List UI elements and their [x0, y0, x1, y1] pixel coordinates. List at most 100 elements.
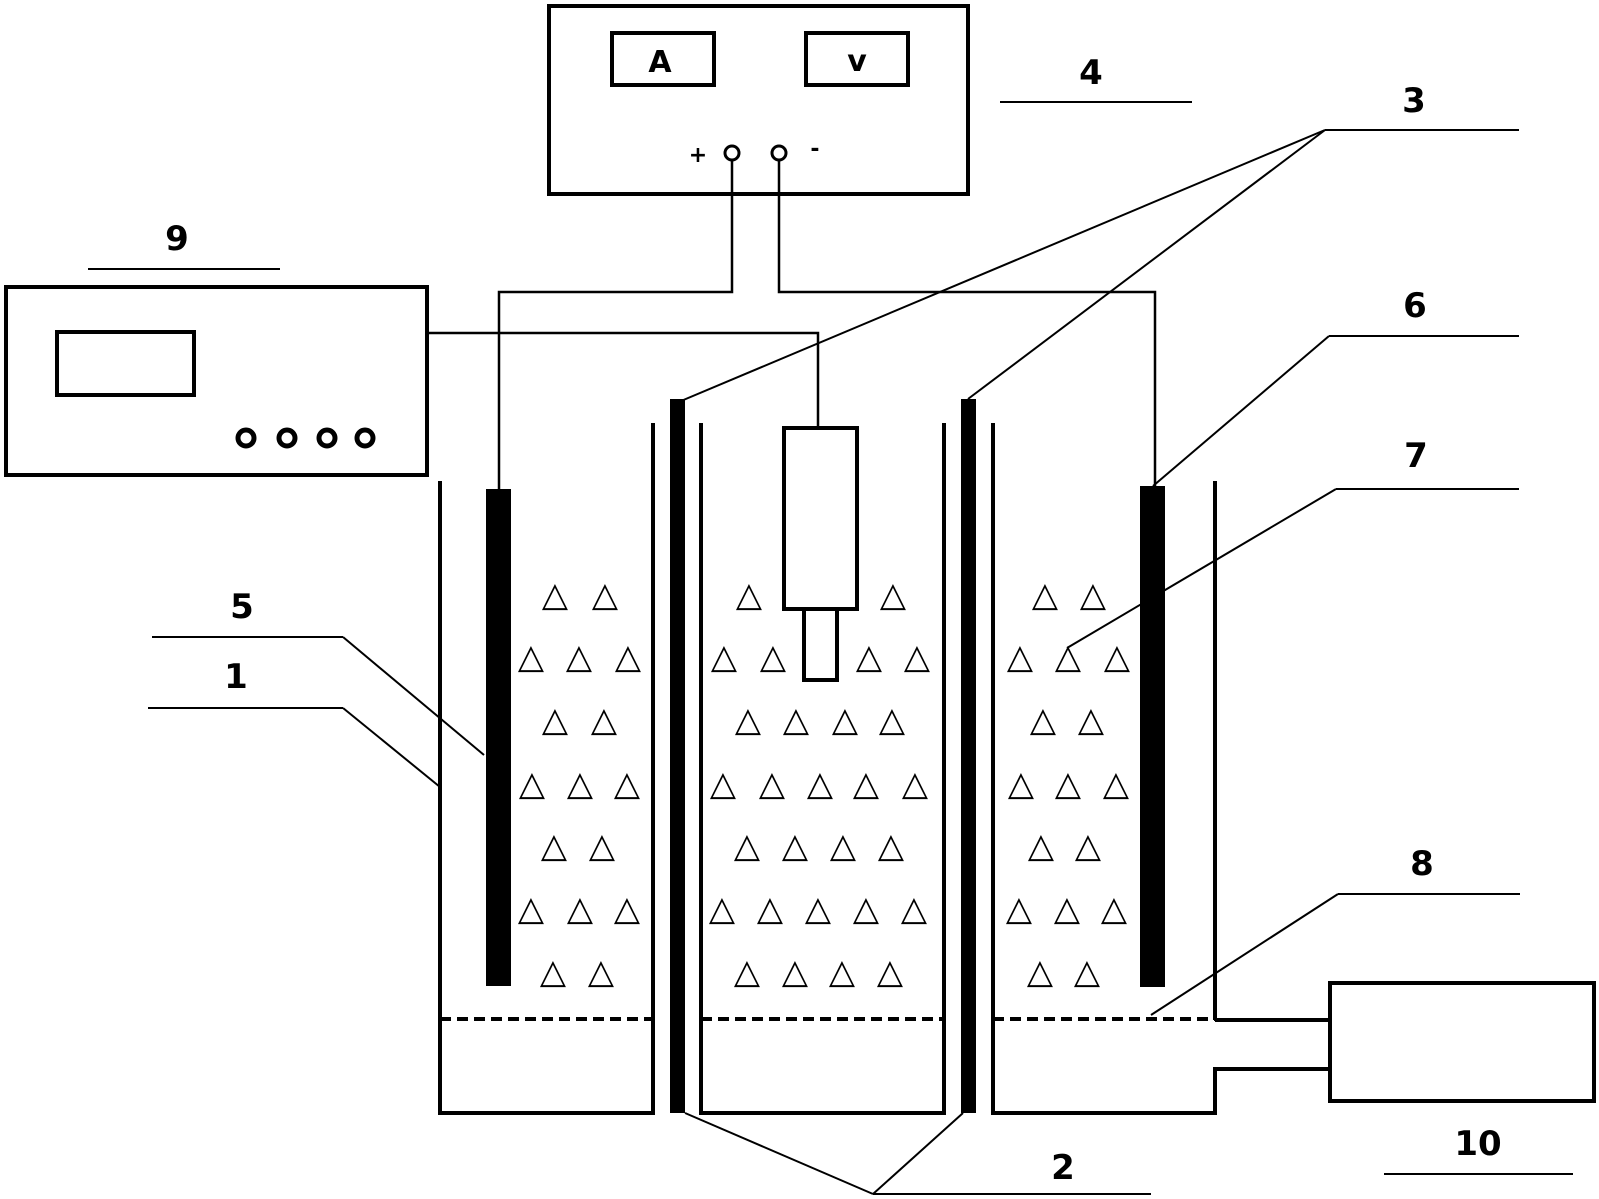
particle-left-chamber: △ [518, 889, 545, 929]
particle-middle-chamber: △ [856, 637, 883, 677]
label-9: 9 [165, 219, 189, 259]
leader-lines [88, 101, 1573, 1195]
particle-right-chamber: △ [1006, 889, 1033, 929]
particle-left-chamber: △ [614, 764, 641, 804]
particle-right-chamber: △ [1007, 637, 1034, 677]
ammeter-display [610, 31, 716, 87]
voltmeter-display [804, 31, 910, 87]
particle-left-chamber: △ [540, 952, 567, 992]
particle-right-chamber: △ [1080, 575, 1107, 615]
controller-knob [354, 427, 376, 449]
cathode-wire [777, 160, 1157, 490]
particle-middle-chamber: △ [877, 952, 904, 992]
membrane-right [961, 399, 976, 1113]
particle-right-chamber: △ [1074, 952, 1101, 992]
particle-middle-chamber: △ [807, 764, 834, 804]
label-1: 1 [224, 657, 248, 697]
pump-unit [1328, 981, 1596, 1103]
particle-middle-chamber: △ [736, 575, 763, 615]
particle-middle-chamber: △ [760, 637, 787, 677]
particle-left-chamber: △ [592, 575, 619, 615]
controller-knob [276, 427, 298, 449]
particle-middle-chamber: △ [832, 700, 859, 740]
sensor-probe [782, 426, 859, 682]
particle-right-chamber: △ [1054, 889, 1081, 929]
sensor-wire [427, 331, 820, 428]
particle-middle-chamber: △ [830, 826, 857, 866]
particle-right-chamber: △ [1101, 889, 1128, 929]
controller-knob [316, 427, 338, 449]
label-3: 3 [1402, 81, 1426, 121]
controller-display [55, 330, 196, 397]
particle-right-chamber: △ [1027, 952, 1054, 992]
particle-middle-chamber: △ [759, 764, 786, 804]
label-10: 10 [1454, 1124, 1501, 1164]
membrane-left [670, 399, 685, 1113]
particle-left-chamber: △ [542, 575, 569, 615]
particle-middle-chamber: △ [901, 889, 928, 929]
particle-middle-chamber: △ [902, 764, 929, 804]
particle-middle-chamber: △ [904, 637, 931, 677]
particle-middle-chamber: △ [709, 889, 736, 929]
particle-middle-chamber: △ [711, 637, 738, 677]
particle-middle-chamber: △ [879, 700, 906, 740]
particle-right-chamber: △ [1055, 637, 1082, 677]
particle-middle-chamber: △ [734, 952, 761, 992]
particle-right-chamber: △ [1030, 700, 1057, 740]
particle-middle-chamber: △ [735, 700, 762, 740]
particle-right-chamber: △ [1055, 764, 1082, 804]
anode-wire [497, 160, 734, 490]
particle-middle-chamber: △ [880, 575, 907, 615]
particle-left-chamber: △ [591, 700, 618, 740]
label-5: 5 [230, 587, 254, 627]
ammeter-label: A [648, 45, 672, 80]
particle-left-chamber: △ [519, 764, 546, 804]
label-8: 8 [1410, 844, 1434, 884]
positive-terminal-sign: + [689, 143, 707, 168]
particle-left-chamber: △ [566, 637, 593, 677]
particle-right-chamber: △ [1032, 575, 1059, 615]
cathode-electrode [1140, 486, 1165, 987]
particle-left-chamber: △ [567, 764, 594, 804]
particle-middle-chamber: △ [782, 826, 809, 866]
particle-left-chamber: △ [615, 637, 642, 677]
label-6: 6 [1403, 286, 1427, 326]
particle-left-chamber: △ [518, 637, 545, 677]
particle-left-chamber: △ [588, 952, 615, 992]
particle-middle-chamber: △ [805, 889, 832, 929]
controller-knob [235, 427, 257, 449]
particle-middle-chamber: △ [853, 889, 880, 929]
label-4: 4 [1079, 53, 1103, 93]
reactor-tank [438, 423, 1330, 1115]
negative-terminal-sign: - [810, 137, 819, 162]
particle-right-chamber: △ [1028, 826, 1055, 866]
particle-field: △△△△△△△△△△△△△△△△△△△△△△△△△△△△△△△△△△△△△△△△… [518, 575, 1131, 992]
label-7: 7 [1404, 436, 1428, 476]
label-2: 2 [1051, 1148, 1075, 1188]
particle-middle-chamber: △ [782, 952, 809, 992]
particle-right-chamber: △ [1104, 637, 1131, 677]
voltmeter-label: v [847, 44, 867, 79]
particle-right-chamber: △ [1078, 700, 1105, 740]
particle-middle-chamber: △ [783, 700, 810, 740]
particle-left-chamber: △ [614, 889, 641, 929]
particle-middle-chamber: △ [757, 889, 784, 929]
particle-right-chamber: △ [1103, 764, 1130, 804]
particle-left-chamber: △ [541, 826, 568, 866]
callout-labels: 4 3 9 6 7 5 1 8 2 10 [165, 53, 1502, 1188]
positive-terminal [723, 144, 741, 162]
particle-middle-chamber: △ [853, 764, 880, 804]
particle-middle-chamber: △ [710, 764, 737, 804]
controller-unit [4, 285, 429, 477]
particle-left-chamber: △ [567, 889, 594, 929]
particle-middle-chamber: △ [829, 952, 856, 992]
particle-middle-chamber: △ [734, 826, 761, 866]
particle-middle-chamber: △ [878, 826, 905, 866]
particle-right-chamber: △ [1075, 826, 1102, 866]
wires [427, 160, 1157, 490]
anode-electrode [486, 489, 511, 986]
dc-power-supply: A v + - [547, 4, 970, 196]
particle-right-chamber: △ [1008, 764, 1035, 804]
